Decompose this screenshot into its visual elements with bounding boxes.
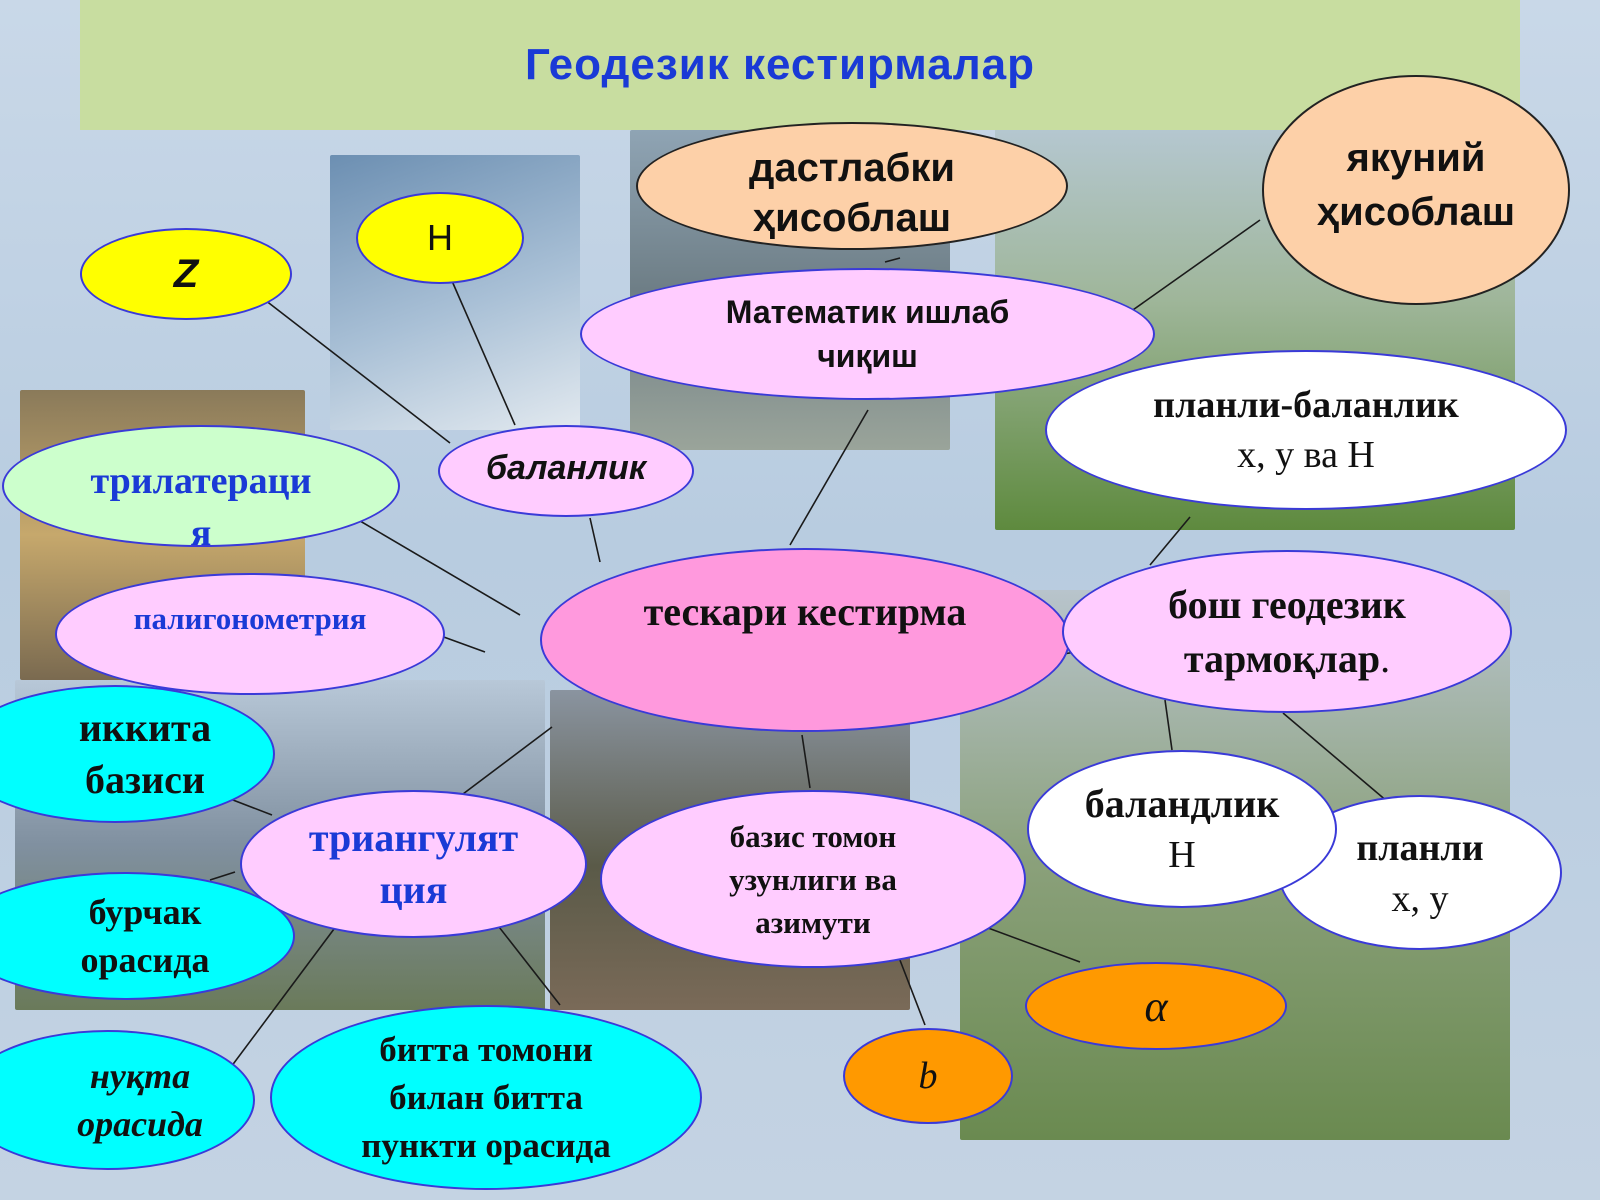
node-teskari-kestirma: тескари кестирма (540, 548, 1070, 732)
node-burchak-orasida: бурчак орасида (0, 872, 295, 1000)
link-h-balanlik (444, 264, 516, 426)
link-trilat-teskari (354, 517, 521, 616)
node-balanlik: баланлик (438, 425, 694, 517)
link-triang-bitta (491, 917, 561, 1006)
page-title: Геодезик кестирмалар (524, 40, 1036, 89)
link-bosh-planli (1282, 712, 1389, 803)
node-balandlik: баландлик Н (1027, 750, 1337, 908)
node-h-top: H (356, 192, 524, 284)
link-burchak-triang (209, 871, 236, 881)
link-dastlabki-matem (884, 257, 901, 263)
node-paligonometriya: палигонометрия (55, 573, 445, 695)
node-planli-balanlik: планли-баланлик х, у ва Н (1045, 350, 1567, 510)
link-bazis-b (897, 954, 926, 1026)
node-b: b (843, 1028, 1013, 1124)
link-teskari-matem (789, 409, 869, 546)
node-triangulyaciya: триангулят ция (240, 790, 587, 938)
link-bazis-alpha (979, 924, 1081, 963)
link-teskari-triang (454, 726, 553, 801)
node-alpha: α (1025, 962, 1287, 1050)
link-planbal-bosh (1149, 516, 1191, 566)
node-nuqta-orasida: нуқта орасида (0, 1030, 255, 1170)
link-balanlik-teskari (589, 517, 601, 563)
link-teskari-bazis (801, 734, 811, 789)
link-bosh-balandlik (1164, 699, 1173, 751)
node-bazis-tomon: базис томон узунлиги ва азимути (600, 790, 1026, 968)
title-band (80, 0, 1520, 130)
node-z: Z (80, 228, 292, 320)
link-z-balanlik (264, 299, 451, 444)
link-matem-yakuniy (1129, 219, 1261, 313)
node-trilateraciya: трилатераци я (2, 425, 400, 547)
node-ikkita-bazisi: иккита базиси (0, 685, 275, 823)
link-triang-nuqta (224, 924, 338, 1076)
node-bosh-geodezik: бош геодезик тармоқлар. (1062, 550, 1512, 713)
node-matematik: Математик ишлаб чиқиш (580, 268, 1155, 400)
node-yakuniy-hisoblash: якуний ҳисоблаш (1262, 75, 1570, 305)
node-bitta-tomoni: битта томони билан битта пункти орасида (270, 1005, 702, 1190)
node-dastlabki-hisoblash: дастлабки ҳисоблаш (636, 122, 1068, 250)
